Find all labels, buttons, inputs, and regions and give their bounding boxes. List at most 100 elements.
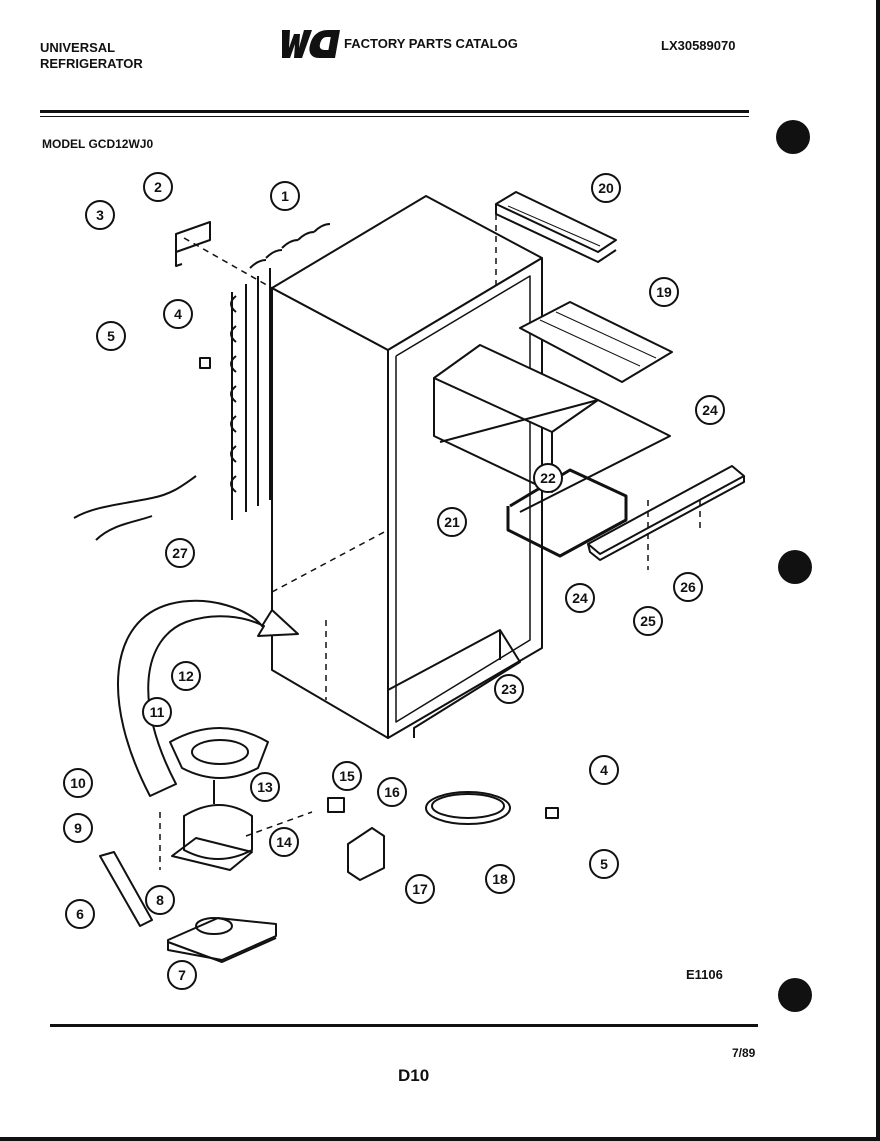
callout-25: 25	[633, 606, 663, 636]
callout-number: 17	[412, 881, 428, 897]
exploded-parts-diagram: 1234455678910111213141516171819202122232…	[63, 172, 745, 990]
bracket	[175, 221, 211, 253]
overload-protector	[327, 797, 345, 813]
callout-number: 25	[640, 613, 656, 629]
callout-18: 18	[485, 864, 515, 894]
brand-line-2: REFRIGERATOR	[40, 56, 143, 71]
callout-circle	[270, 181, 300, 211]
callout-number: 21	[444, 514, 460, 530]
callout-circle	[142, 697, 172, 727]
compressor	[183, 804, 253, 860]
callout-13: 13	[250, 772, 280, 802]
callout-7: 7	[167, 960, 197, 990]
callout-circle	[63, 813, 93, 843]
relay	[347, 827, 385, 881]
callout-11: 11	[142, 697, 172, 727]
callout-circle	[633, 606, 663, 636]
catalog-title: FACTORY PARTS CATALOG	[344, 36, 518, 51]
callout-number: 6	[76, 906, 84, 922]
callout-20: 20	[591, 173, 621, 203]
callout-number: 11	[150, 704, 165, 720]
revision-date: 7/89	[732, 1046, 756, 1060]
callout-24: 24	[695, 395, 725, 425]
callout-number: 15	[339, 768, 355, 784]
callout-number: 4	[600, 762, 608, 778]
cabinet-side	[271, 287, 389, 739]
callout-number: 19	[656, 284, 672, 300]
compressor-base	[167, 917, 277, 961]
callout-22: 22	[533, 463, 563, 493]
callout-number: 1	[281, 188, 289, 204]
model-label: MODEL GCD12WJ0	[42, 137, 154, 151]
callout-number: 2	[154, 179, 162, 195]
evaporator-cover	[519, 301, 673, 383]
callout-circle	[377, 777, 407, 807]
callout-number: 10	[70, 775, 86, 791]
diagram-code: E1106	[686, 967, 723, 982]
callout-number: 24	[702, 402, 718, 418]
callout-9: 9	[63, 813, 93, 843]
punch-hole-top	[776, 120, 810, 154]
callout-circle	[533, 463, 563, 493]
callout-circle	[565, 583, 595, 613]
punch-hole-bottom	[778, 978, 812, 1012]
callout-number: 5	[107, 328, 115, 344]
callout-14: 14	[269, 827, 299, 857]
callout-23: 23	[494, 674, 524, 704]
callout-24-2: 24	[565, 583, 595, 613]
callout-circle	[405, 874, 435, 904]
callout-4-2: 4	[589, 755, 619, 785]
brand-block: UNIVERSAL REFRIGERATOR	[40, 40, 200, 72]
callout-1: 1	[270, 181, 300, 211]
callout-5-2: 5	[589, 849, 619, 879]
callout-number: 22	[540, 470, 556, 486]
airflow-arrow	[116, 599, 299, 797]
callout-number: 3	[96, 207, 104, 223]
callout-number: 4	[174, 306, 182, 322]
callout-circle	[171, 661, 201, 691]
callout-6: 6	[65, 899, 95, 929]
callout-number: 5	[600, 856, 608, 872]
callout-circle	[96, 321, 126, 351]
callout-circle	[143, 172, 173, 202]
callout-circle	[163, 299, 193, 329]
callout-circle	[269, 827, 299, 857]
callout-circle	[332, 761, 362, 791]
callout-21: 21	[437, 507, 467, 537]
callout-circle	[589, 849, 619, 879]
condenser-coil	[230, 223, 331, 520]
callout-number: 14	[276, 834, 292, 850]
callout-number: 23	[501, 681, 517, 697]
drain-pan	[169, 727, 269, 779]
callout-number: 7	[178, 967, 186, 983]
callout-16: 16	[377, 777, 407, 807]
callout-number: 18	[492, 871, 508, 887]
callout-number: 26	[680, 579, 696, 595]
callout-circle	[589, 755, 619, 785]
footer-rule	[50, 1024, 758, 1027]
callout-number: 8	[156, 892, 164, 908]
callout-circle	[649, 277, 679, 307]
callout-26: 26	[673, 572, 703, 602]
callout-circle	[63, 768, 93, 798]
header-rule-thin	[40, 116, 749, 117]
callout-2: 2	[143, 172, 173, 202]
callout-number: 12	[178, 668, 194, 684]
mounting-bracket	[99, 851, 153, 927]
callout-circle	[437, 507, 467, 537]
front-trim-strip	[587, 465, 745, 555]
callout-27: 27	[165, 538, 195, 568]
callout-17: 17	[405, 874, 435, 904]
page-number: D10	[398, 1066, 430, 1085]
callout-10: 10	[63, 768, 93, 798]
callout-4: 4	[163, 299, 193, 329]
header-rule-thick	[40, 110, 749, 113]
callout-3: 3	[85, 200, 115, 230]
wci-logo	[282, 30, 340, 58]
punch-hole-middle	[778, 550, 812, 584]
callout-number: 24	[572, 590, 588, 606]
callout-circle	[673, 572, 703, 602]
callout-circle	[165, 538, 195, 568]
callout-circle	[485, 864, 515, 894]
